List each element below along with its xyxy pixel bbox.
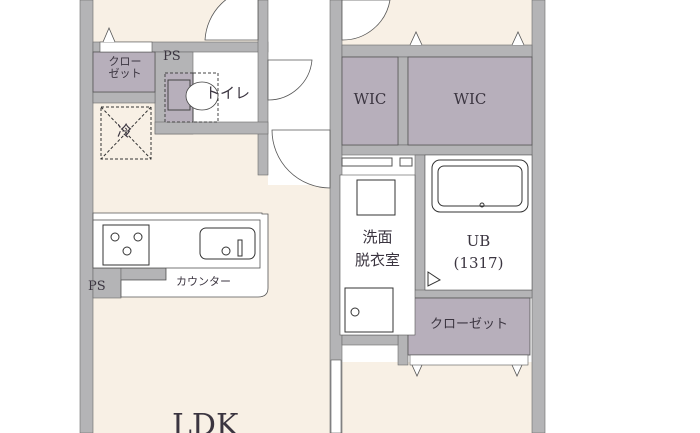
ub-label-1: UB (466, 232, 491, 250)
ps-kitchen-label: PS (88, 279, 106, 294)
closet-hinge-icon (102, 26, 116, 43)
closet-bottom-label: クローゼット (429, 317, 508, 332)
wic-1 (341, 56, 399, 146)
burners-icon (110, 232, 143, 256)
fridge-space-icon (100, 106, 152, 160)
washroom-label-2: 脱衣室 (354, 251, 400, 269)
fridge-label: 冷 (117, 122, 133, 140)
closet-left-label: クロー ゼット (108, 55, 142, 80)
ps-top-label: PS (163, 49, 181, 64)
shelf (341, 157, 393, 167)
bathtub-icon (431, 159, 529, 213)
wic-1-label: WIC (353, 90, 387, 108)
bath-drain (479, 202, 485, 208)
washer-drain (350, 307, 360, 317)
closet-bottom-door (409, 354, 529, 366)
wic-hinge-icons (409, 31, 525, 377)
closet-bottom (407, 297, 531, 356)
door-ldk (204, 0, 259, 41)
wic-2-label: WIC (453, 90, 487, 108)
toilet-area-icon (192, 72, 219, 123)
closet-left (92, 51, 156, 93)
bottom-right-room-floor (342, 362, 532, 433)
door-top-right (341, 0, 391, 41)
toilet-label: トイレ (205, 84, 251, 102)
door-corridor (271, 129, 331, 189)
faucet-icon (237, 239, 243, 257)
washroom-label-1: 洗面 (362, 228, 393, 246)
ldk-label: LDK (172, 408, 239, 433)
stove-icon (102, 224, 150, 266)
bath-door-icon (427, 271, 441, 287)
kitchen-sink-icon (199, 227, 256, 260)
washing-machine-icon (344, 287, 394, 333)
sink-drain (221, 246, 231, 256)
wash-basin-icon (356, 179, 396, 216)
shelf-small (399, 157, 413, 167)
sliding-door (330, 359, 342, 433)
toilet-bowl-icon (185, 81, 219, 111)
doors (204, 0, 391, 189)
door-toilet (267, 59, 313, 101)
counter-label: カウンター (176, 275, 231, 288)
closet-left-door (99, 41, 153, 53)
wic-2 (407, 56, 533, 146)
fridge-cross (100, 106, 152, 160)
ub-label-2: (1317) (453, 254, 504, 272)
